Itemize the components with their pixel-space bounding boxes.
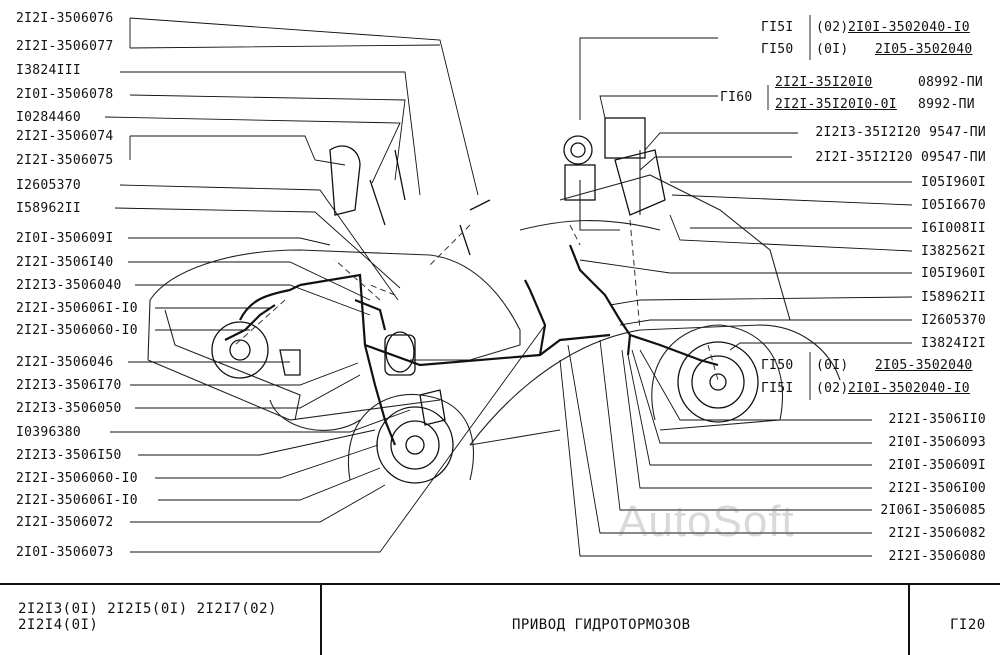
assembly-qty: (0I) xyxy=(816,42,849,57)
part-number-label: I05I6670 xyxy=(920,198,986,213)
assembly-code: ГI5I xyxy=(761,381,794,396)
part-number-label: 2I0I-3506078 xyxy=(16,87,114,102)
assembly-code: ГI50 xyxy=(761,358,794,373)
part-number-label: I0284460 xyxy=(16,110,82,125)
bracket-upper-left xyxy=(329,145,361,216)
part-number-label: 2I2I-3506II0 xyxy=(888,412,986,427)
regulator-bracket xyxy=(614,149,666,216)
assembly-code: ГI60 xyxy=(720,90,753,105)
assembly-part: 2I05-3502040 xyxy=(875,42,973,57)
part-number-label: 2I0I-350609I xyxy=(888,458,986,473)
assembly-number: 08992-ПИ xyxy=(918,75,984,90)
assembly-qty: (0I) xyxy=(816,358,849,373)
part-number-label: 2I2I-3506I40 xyxy=(16,255,114,270)
part-number-label: 2I2I-3506077 xyxy=(16,39,114,54)
part-number-label: 2I2I-3506072 xyxy=(16,515,114,530)
brake-line-main xyxy=(299,273,611,367)
part-number-label: 2I2I3-3506I50 xyxy=(16,448,122,463)
part-number-label: 2I2I-3506I00 xyxy=(888,481,986,496)
part-number-label: I3824III xyxy=(16,63,82,78)
vehicle-brake-illustration xyxy=(104,15,913,557)
part-number-label: I6I008II xyxy=(920,221,986,236)
models-line-2: 2I2I4(0I) xyxy=(18,617,99,633)
assembly-part: 2I2I-35I20I0 xyxy=(775,75,873,90)
part-number-label: I382562I xyxy=(920,244,986,259)
vehicle-rear-outline xyxy=(469,324,841,446)
part-number-label: 2I2I-3506046 xyxy=(16,355,114,370)
part-number-label: 2I2I-350606I-I0 xyxy=(16,493,138,508)
sheet-number: ГI20 xyxy=(950,617,986,633)
part-number-label: 2I2I-350606I-I0 xyxy=(16,301,138,316)
assembly-qty: (02) xyxy=(816,20,849,35)
part-number-label: 2I2I-3506076 xyxy=(16,11,114,26)
sheet-title: ПРИВОД ГИДРОТОРМОЗОВ xyxy=(512,617,691,633)
part-number-label: I3824I2I xyxy=(920,336,986,351)
part-number-label: 2I0I-350609I xyxy=(16,231,114,246)
assembly-part: 2I2I-35I20I0-0I xyxy=(775,97,897,112)
part-number-label: 2I2I-3506080 xyxy=(888,549,986,564)
vehicle-front-outline xyxy=(149,249,521,361)
part-number-label: 2I0I-3506073 xyxy=(16,545,114,560)
assembly-part: 2I05-3502040 xyxy=(875,358,973,373)
part-number-label: 2I2I-3506074 xyxy=(16,129,114,144)
part-number-label: I2605370 xyxy=(920,313,986,328)
title-block: 2I2I3(0I) 2I2I5(0I) 2I2I7(02) 2I2I4(0I) … xyxy=(0,583,1000,655)
part-number-label: 2I2I-35I2I20 09547-ПИ xyxy=(815,150,986,165)
front-right-brake-disc xyxy=(376,406,454,484)
watermark: AutoSoft xyxy=(618,497,795,546)
part-number-label: 2I0I-3506093 xyxy=(888,435,986,450)
title-block-sheet-cell: ГI20 xyxy=(910,585,1000,655)
rear-right-brake-drum xyxy=(677,341,759,423)
assembly-part: 2I0I-3502040-I0 xyxy=(848,20,970,35)
part-number-label: 2I2I3-3506040 xyxy=(16,278,122,293)
leader-lines-left xyxy=(104,17,546,553)
models-line-1: 2I2I3(0I) 2I2I5(0I) 2I2I7(02) xyxy=(18,601,277,617)
leader-lines-right xyxy=(559,37,913,557)
part-number-label: I05I960I xyxy=(920,266,986,281)
assembly-code: ГI50 xyxy=(761,42,794,57)
part-number-label: 2I2I3-3506050 xyxy=(16,401,122,416)
title-block-models-cell: 2I2I3(0I) 2I2I5(0I) 2I2I7(02) 2I2I4(0I) xyxy=(0,585,322,655)
master-cylinder xyxy=(384,334,416,376)
pressure-regulator xyxy=(604,117,646,159)
part-number-label: I0396380 xyxy=(16,425,82,440)
part-number-label: I58962II xyxy=(16,201,82,216)
title-block-title-cell: ПРИВОД ГИДРОТОРМОЗОВ xyxy=(322,585,910,655)
part-number-label: 2I2I3-35I2I20 9547-ПИ xyxy=(815,125,986,140)
part-number-label: 2I2I-3506075 xyxy=(16,153,114,168)
assembly-qty: (02) xyxy=(816,381,849,396)
part-number-label: 2I06I-3506085 xyxy=(880,503,986,518)
front-left-brake-disc xyxy=(211,321,269,379)
part-number-label: 2I2I-3506060-I0 xyxy=(16,323,138,338)
assembly-number: 8992-ПИ xyxy=(918,97,975,112)
part-number-label: 2I2I-3506060-I0 xyxy=(16,471,138,486)
assembly-code: ГI5I xyxy=(761,20,794,35)
part-number-label: 2I2I-3506082 xyxy=(888,526,986,541)
rear-wheel-arch xyxy=(651,324,784,421)
part-number-label: I58962II xyxy=(920,290,986,305)
assembly-part: 2I0I-3502040-I0 xyxy=(848,381,970,396)
part-number-label: I2605370 xyxy=(16,178,82,193)
vacuum-booster xyxy=(385,331,415,373)
part-number-label: I05I960I xyxy=(920,175,986,190)
part-number-label: 2I2I3-3506I70 xyxy=(16,378,122,393)
